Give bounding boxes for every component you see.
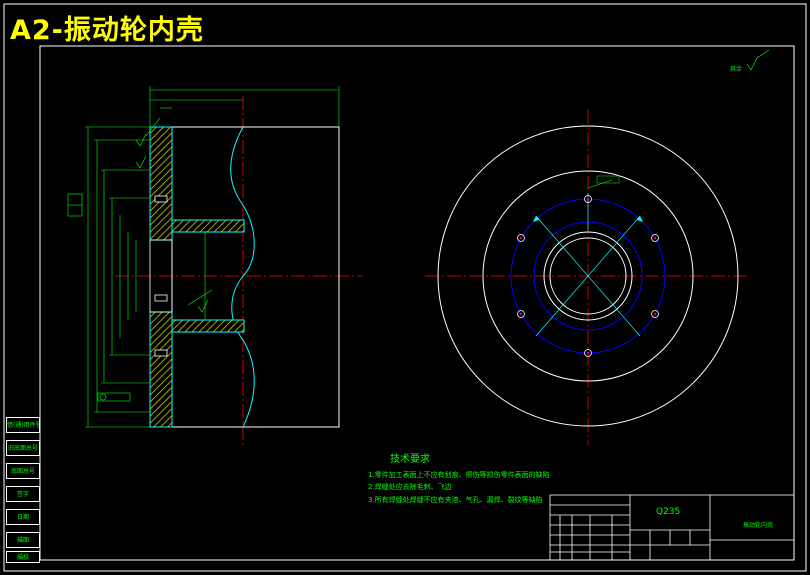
tolerance-frame-bottom [97,392,131,402]
technical-note-item: 1.零件加工表面上不应有划痕、擦伤等损伤零件表面的缺陷 [368,470,550,479]
side-box-2: 旧底图总号 [6,440,40,456]
side-box-7: 描校 [6,551,40,563]
outer-border [3,3,807,572]
front-view [425,110,750,445]
inner-frame [39,45,795,561]
break-line [230,126,255,428]
hole-upper-left [517,234,525,242]
hub-inner-circle [549,237,627,315]
technical-note-item: 3.所有焊缝处焊缝不应有夹渣、气孔、漏焊、裂纹等缺陷 [368,495,543,504]
drawing-title: A2-振动轮内壳 [10,15,204,46]
hole-top [584,195,592,203]
side-box-5: 日期 [6,509,40,525]
hole-lower-left [517,310,525,318]
hub-circle [543,231,633,321]
shell-outline [171,126,340,428]
roughness-symbol-3 [197,299,209,313]
bolt-hole-mid [154,294,168,302]
bolt-hole-lower [154,349,168,357]
technical-note-item: 2.焊缝处应去除毛刺、飞边 [368,483,452,491]
technical-notes: 技术要求 1.零件加工表面上不应有划痕、擦伤等损伤零件表面的缺陷 2.焊缝处应去… [368,454,550,506]
part-name-label: 振动轮内壳 [743,522,774,529]
general-roughness-symbol [746,49,770,71]
technical-notes-heading: 技术要求 [390,454,430,465]
hole-callout-frame [596,175,620,184]
roughness-symbol-1 [135,133,147,147]
plate-hatch-upper [149,126,173,241]
hub-hatch-upper [171,219,245,233]
general-roughness-label: 其余 [730,66,743,73]
section-view [67,86,362,446]
material-label: Q235 [656,507,681,517]
side-box-4: 签字 [6,486,40,502]
hub-hatch-lower [171,319,245,333]
hole-upper-right [651,234,659,242]
title-block [549,494,795,561]
outer-circle [437,125,739,427]
side-box-1: 借(通)用件登记 [6,417,40,433]
side-box-6: 描图 [6,532,40,548]
hole-bottom [584,349,592,357]
hole-lower-right [651,310,659,318]
bolt-hole-upper [154,195,168,203]
side-box-3: 底图总号 [6,463,40,479]
plate-hatch-lower [149,311,173,428]
roughness-symbol-2 [135,155,147,169]
second-circle [482,170,694,382]
